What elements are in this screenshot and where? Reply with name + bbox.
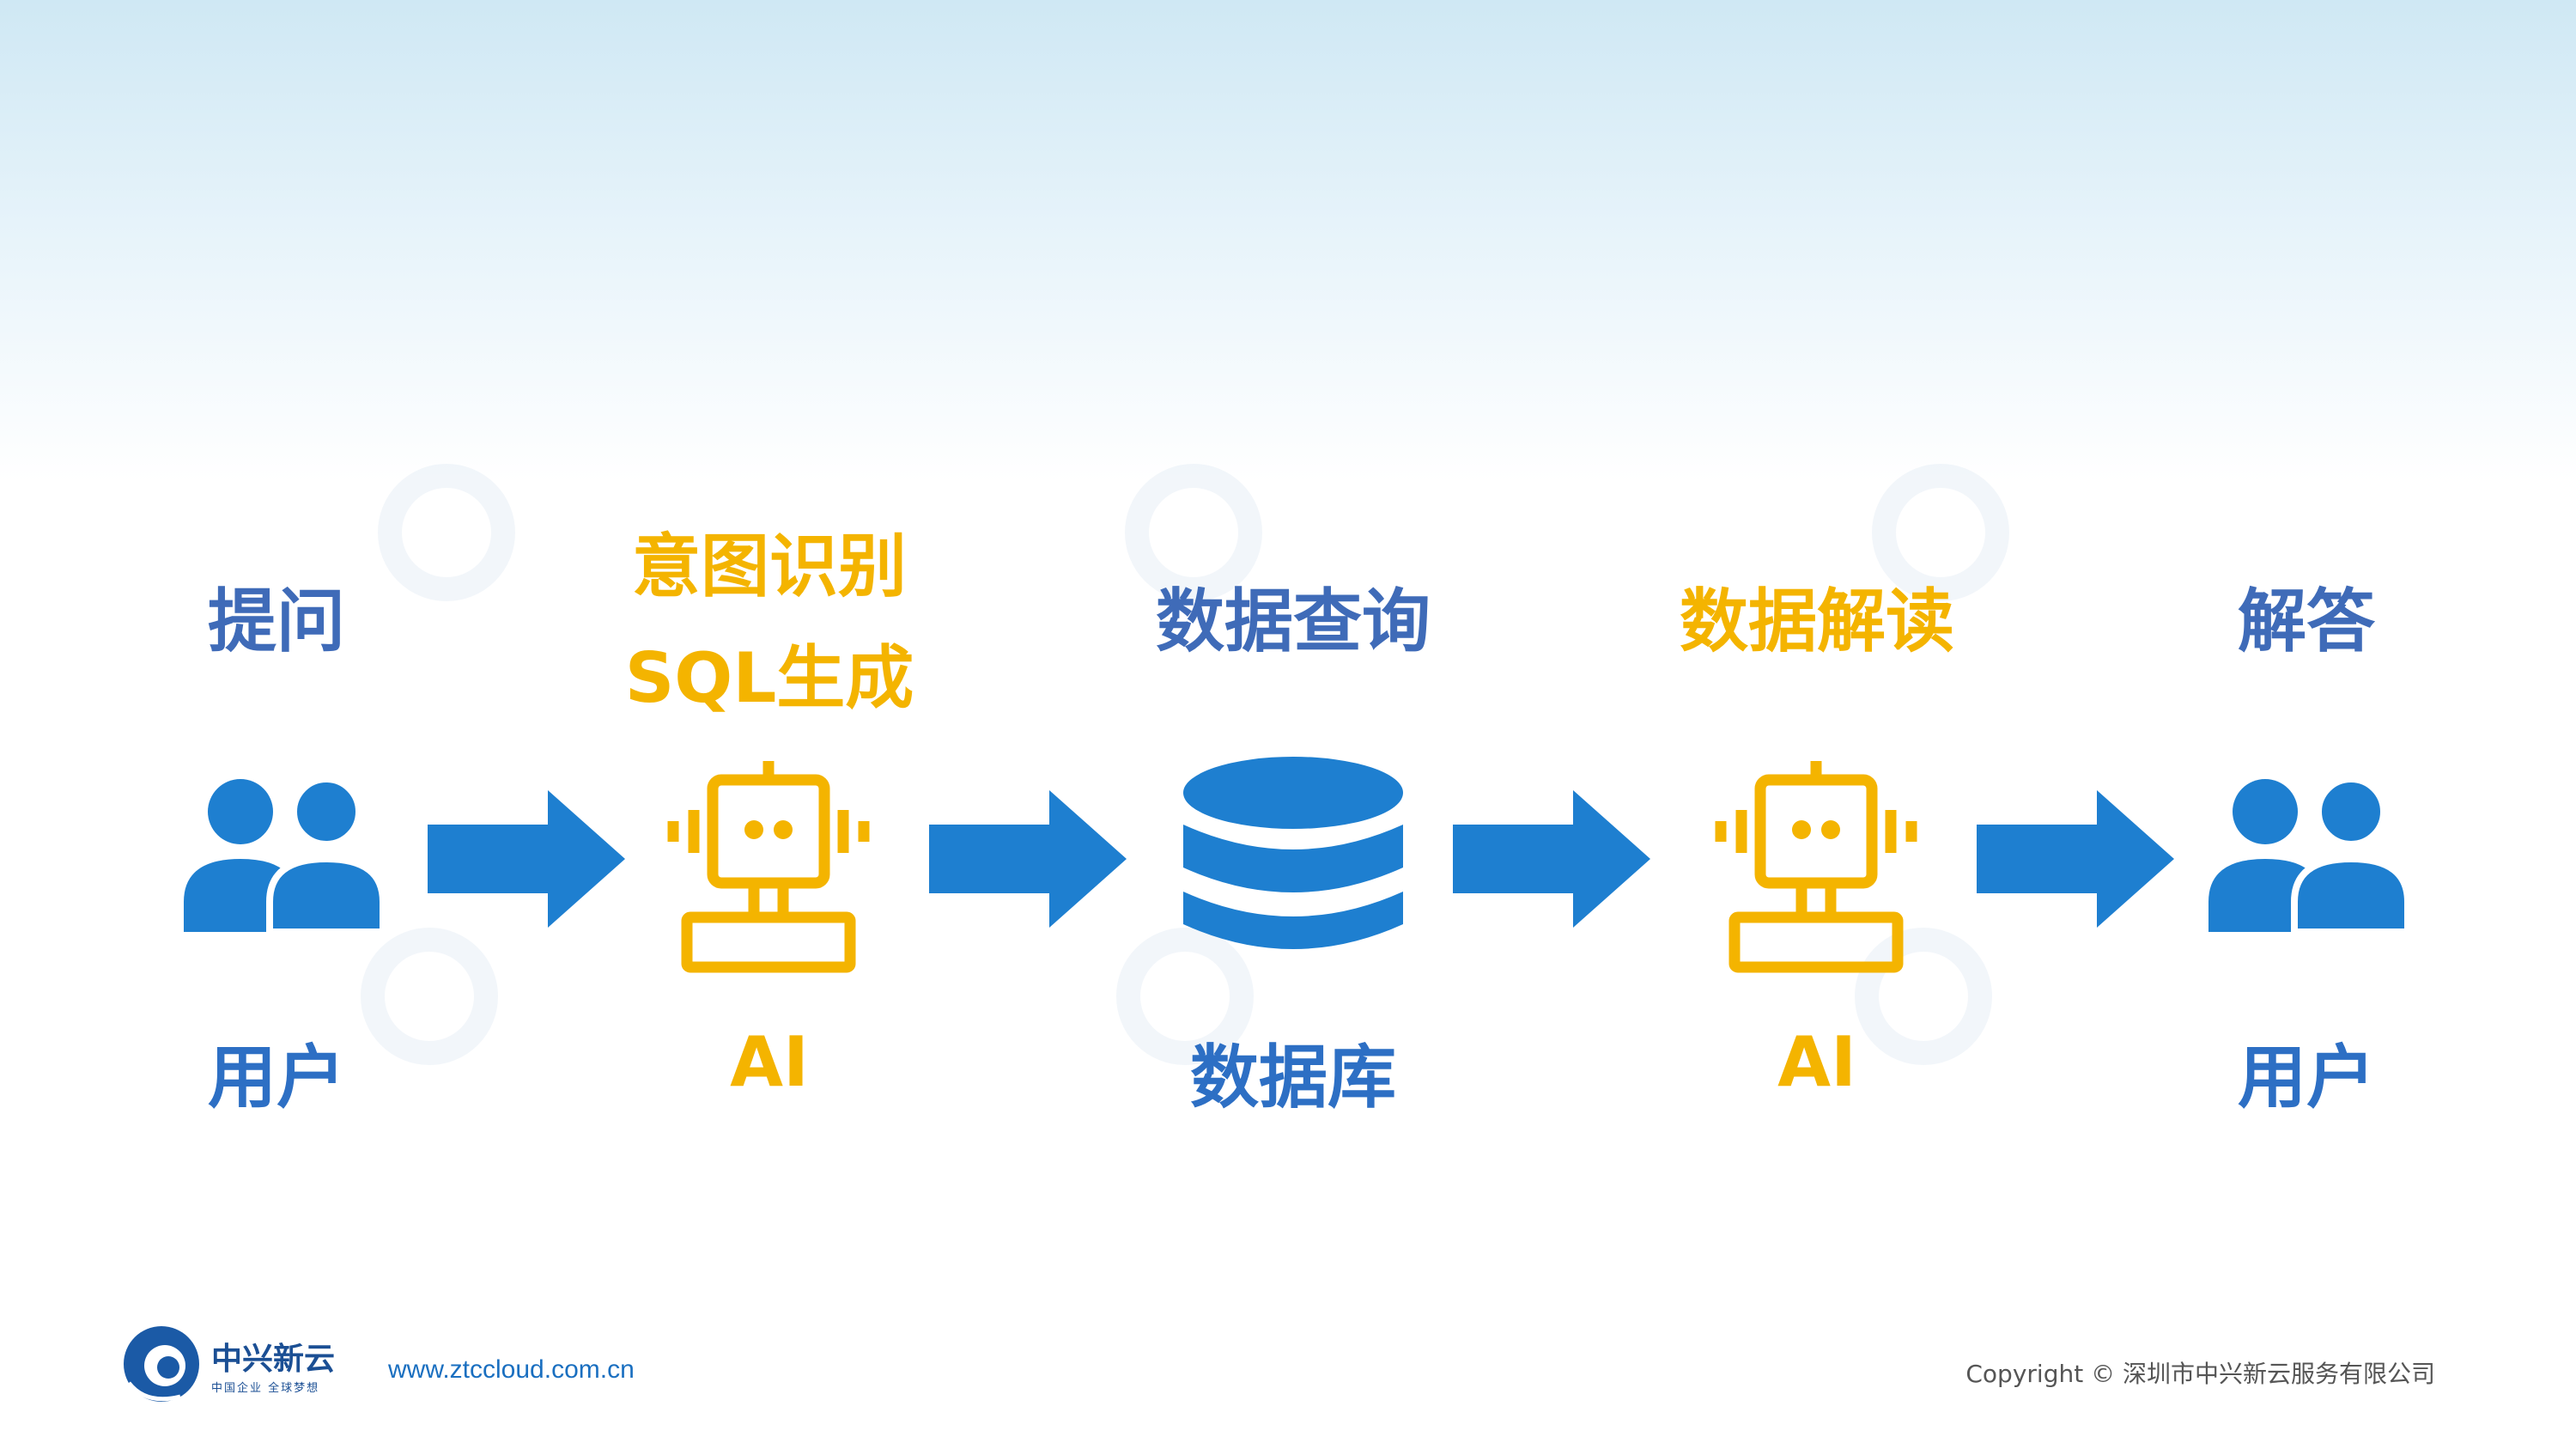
users-icon [184, 776, 386, 932]
database-icon [1183, 757, 1403, 949]
arrow-right-icon [1977, 790, 2174, 928]
step-1-bottom-label: 用户 [208, 1038, 345, 1117]
step-3-bottom-label: 数据库 [1190, 1038, 1396, 1117]
arrow-right-icon [1453, 790, 1650, 928]
step-4-top-label: 数据解读 [1680, 581, 1954, 661]
arrow-right-icon [428, 790, 625, 928]
users-icon [2208, 776, 2411, 932]
step-2-bottom-label: AI [730, 1022, 809, 1102]
brand-name: 中兴新云 [211, 1341, 336, 1377]
robot-icon [1715, 761, 1917, 973]
step-2-top-label-line2: SQL生成 [624, 638, 914, 718]
step-5-bottom-label: 用户 [2238, 1038, 2375, 1117]
step-2-top-label-line1: 意图识别 [632, 527, 907, 606]
robot-icon [667, 761, 870, 973]
brand-slogan: 中国企业 全球梦想 [211, 1381, 320, 1395]
copyright-text: Copyright © 深圳市中兴新云服务有限公司 [1965, 1360, 2435, 1388]
step-4-bottom-label: AI [1777, 1022, 1856, 1102]
arrow-right-icon [929, 790, 1127, 928]
website-link[interactable]: www.ztccloud.com.cn [388, 1355, 635, 1384]
cloud-logo-icon [124, 1326, 199, 1402]
brand-logo[interactable]: 中兴新云 中国企业 全球梦想 [120, 1323, 335, 1405]
step-5-top-label: 解答 [2238, 581, 2375, 661]
step-3-top-label: 数据查询 [1156, 581, 1431, 661]
step-1-top-label: 提问 [208, 581, 345, 661]
